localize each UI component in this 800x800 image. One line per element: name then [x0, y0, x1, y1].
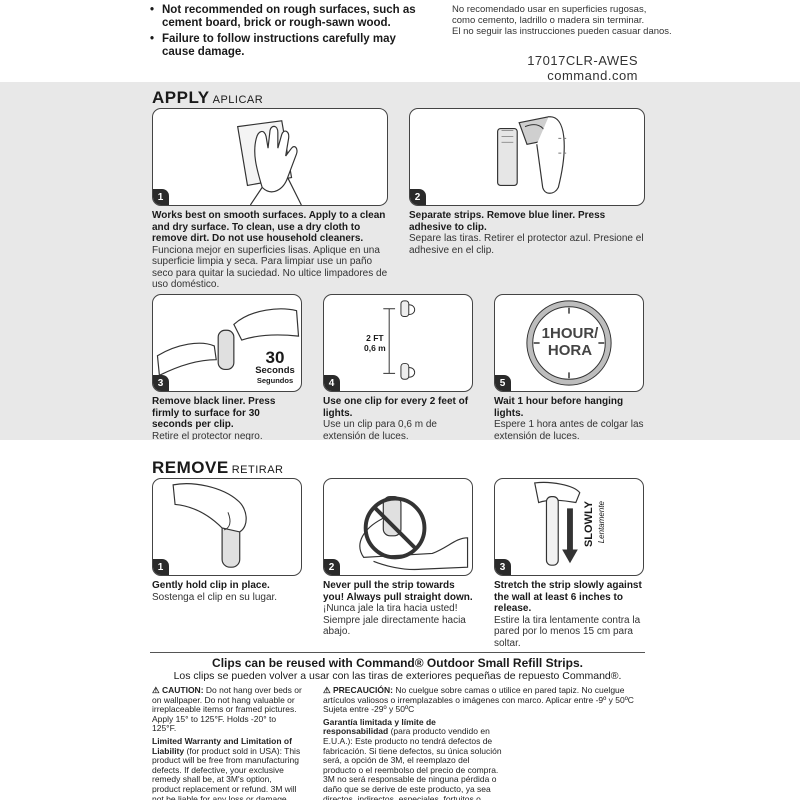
caption-es: Separe las tiras. Retirer el protector a… — [409, 233, 644, 256]
badge-segundos: Segundos — [256, 376, 294, 385]
warranty-label-en: Limited Warranty and Limitation of Liabi… — [152, 735, 292, 756]
caution-en: ⚠ CAUTION: Do not hang over beds or on w… — [152, 685, 302, 734]
slowly-es: Lentamente — [597, 501, 606, 544]
caption-en: Separate strips. Remove blue liner. Pres… — [409, 210, 606, 233]
warranty-es: Garantía limitada y límite de responsabi… — [323, 716, 503, 800]
clock-icon — [526, 300, 612, 386]
apply-step-4-caption: Use one clip for every 2 feet of lights.… — [323, 396, 473, 442]
caption-en: Works best on smooth surfaces. Apply to … — [152, 210, 386, 244]
caption-es: Estire la tira lentamente contra la pare… — [494, 614, 641, 649]
remove-step-1-caption: Gently hold clip in place. Sostenga el c… — [152, 580, 302, 603]
clock-line-2: HORA — [547, 342, 593, 359]
step-number: 2 — [324, 559, 340, 575]
remove-step-2-caption: Never pull the strip towards you! Always… — [323, 580, 473, 638]
apply-step-4-panel: 2 FT 0,6 m 4 — [323, 294, 473, 392]
clock-text: 1HOUR/ HORA — [533, 325, 607, 359]
es-line: No recomendado usar en superficies rugos… — [452, 4, 647, 15]
caption-es: ¡Nunca jale la tira hacia usted! Siempre… — [323, 603, 466, 637]
caution-text-en: Do not hang over beds or on wallpaper. D… — [152, 685, 302, 734]
top-warnings: Not recommended on rough surfaces, such … — [0, 0, 800, 83]
slowly-en: SLOWLY — [583, 501, 595, 548]
remove-step-3-caption: Stretch the strip slowly against the wal… — [494, 580, 644, 649]
step-number: 1 — [153, 559, 169, 575]
caption-en: Use one clip for every 2 feet of lights. — [323, 396, 469, 419]
caption-en: Wait 1 hour before hanging lights. — [494, 396, 624, 419]
thirty-seconds-badge: 30 Seconds Segundos — [249, 349, 301, 385]
apply-step-1-panel: 1 — [152, 108, 388, 206]
step-number: 1 — [153, 189, 169, 205]
remove-title: REMOVE — [152, 458, 229, 477]
product-code: 17017CLR-AWES — [527, 53, 638, 68]
website: command.com — [547, 68, 638, 83]
no-pull-forward-illustration — [359, 496, 469, 571]
reuse-en: Clips can be reused with Command® Outdoo… — [212, 656, 583, 670]
clip-spacing-illustration — [383, 300, 416, 380]
apply-step-5-panel: 1HOUR/ HORA 5 — [494, 294, 644, 392]
spacing-m: 0,6 m — [364, 343, 386, 353]
apply-step-5-caption: Wait 1 hour before hanging lights. Esper… — [494, 396, 644, 442]
slowly-label: SLOWLY Lentamente — [583, 501, 623, 561]
remove-step-3-panel: SLOWLY Lentamente 3 — [494, 478, 644, 576]
es-line: El no seguir las instrucciones pueden ca… — [452, 26, 672, 37]
english-warnings: Not recommended on rough surfaces, such … — [150, 4, 430, 62]
step-number: 5 — [495, 375, 511, 391]
step-number: 2 — [410, 189, 426, 205]
strip-to-clip-illustration — [497, 116, 569, 194]
section-divider — [150, 652, 645, 653]
remove-step-1-panel: 1 — [152, 478, 302, 576]
caption-es: Use un clip para 0,6 m de extensión de l… — [323, 419, 437, 442]
step-number: 4 — [324, 375, 340, 391]
fine-print-spanish: ⚠ PRECAUCIÓN: No cuelgue sobre camas o u… — [323, 685, 645, 800]
wipe-cloth-illustration — [236, 120, 302, 205]
remove-subtitle: RETIRAR — [231, 464, 284, 476]
product-code-block: 17017CLR-AWES command.com — [527, 53, 638, 83]
warranty-text-en: (for product sold in USA): This product … — [152, 745, 301, 800]
remove-step-2-panel: 2 — [323, 478, 473, 576]
badge-number: 30 — [265, 348, 285, 367]
press-clip-illustration — [156, 308, 300, 377]
warning-rough-surfaces: Not recommended on rough surfaces, such … — [150, 4, 430, 30]
caption-es: Funciona mejor en superficies lisas. Apl… — [152, 244, 388, 291]
caption-en: Remove black liner. Press firmly to surf… — [152, 396, 276, 430]
apply-subtitle: APLICAR — [212, 94, 264, 106]
clock-line-1: 1HOUR/ — [541, 325, 599, 342]
caption-en: Gently hold clip in place. — [152, 580, 270, 591]
caption-en: Never pull the strip towards you! Always… — [323, 580, 473, 603]
fine-print-english: ⚠ CAUTION: Do not hang over beds or on w… — [152, 685, 302, 800]
caution-label-es: ⚠ PRECAUCIÓN: — [323, 685, 393, 695]
caption-es: Sostenga el clip en su lugar. — [152, 591, 278, 603]
es-line: como cemento, ladrillo o madera sin term… — [452, 15, 645, 26]
spanish-warnings: No recomendado usar en superficies rugos… — [452, 4, 672, 37]
reuse-es: Los clips se pueden volver a usar con la… — [173, 670, 622, 682]
warning-follow-instructions: Failure to follow instructions carefully… — [150, 33, 430, 59]
spacing-label: 2 FT 0,6 m — [364, 333, 386, 353]
warranty-en: Limited Warranty and Limitation of Liabi… — [152, 735, 302, 800]
caution-text-es: No cuelgue sobre camas o utilice en pare… — [323, 685, 634, 715]
apply-step-2-panel: 2 — [409, 108, 645, 206]
step-number: 3 — [495, 559, 511, 575]
hold-clip-illustration — [172, 483, 247, 568]
caption-en: Stretch the strip slowly against the wal… — [494, 580, 642, 614]
reuse-note: Clips can be reused with Command® Outdoo… — [150, 656, 645, 682]
spacing-ft: 2 FT — [366, 333, 384, 343]
caption-es: Espere 1 hora antes de colgar las extens… — [494, 419, 644, 442]
badge-seconds: Seconds — [255, 365, 295, 376]
caution-label-en: ⚠ CAUTION: — [152, 685, 204, 695]
caution-es: ⚠ PRECAUCIÓN: No cuelgue sobre camas o u… — [323, 685, 645, 715]
apply-step-2-caption: Separate strips. Remove blue liner. Pres… — [409, 210, 645, 256]
warranty-label-es: Garantía limitada y límite de responsabi… — [323, 716, 436, 737]
apply-step-1-caption: Works best on smooth surfaces. Apply to … — [152, 210, 388, 291]
apply-title: APPLY — [152, 88, 210, 107]
warranty-text-es: (para producto vendido en E.U.A.): Este … — [323, 726, 502, 800]
stretch-strip-illustration — [534, 481, 581, 566]
apply-step-3-panel: 30 Seconds Segundos 3 — [152, 294, 302, 392]
step-number: 3 — [153, 375, 169, 391]
